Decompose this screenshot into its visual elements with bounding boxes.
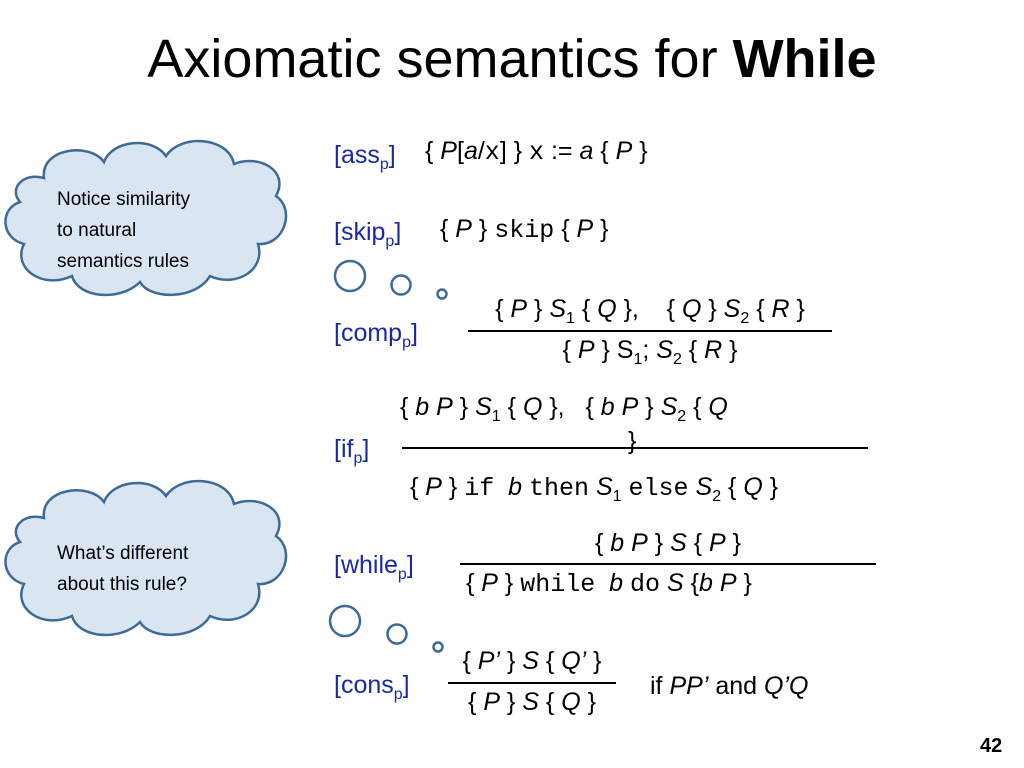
rule-if-conclusion: { P } if b then S1 else S2 { Q } — [410, 473, 779, 505]
cloud-1-line: Notice similarity — [57, 189, 191, 210]
rule-name-if: [ifp] — [334, 435, 370, 467]
thought-bubble-medium — [390, 274, 412, 296]
rule-if-premise: { b P } S1 { Q }, { b P } S2 { Q — [400, 393, 728, 425]
thought-bubble-small — [436, 288, 448, 300]
rule-comp-bar — [468, 330, 832, 332]
rule-while-bar — [460, 563, 876, 565]
title-bold: While — [732, 29, 877, 89]
rule-while-premise: { b P } S { P } — [594, 529, 741, 557]
rule-name-comp: [compp] — [334, 319, 418, 351]
cloud-2-line: about this rule? — [57, 574, 187, 595]
rule-name-ass: [assp] — [334, 141, 396, 173]
thought-cloud-2 — [4, 479, 288, 637]
rule-cons-premise: { P’ } S { Q’ } — [462, 647, 602, 675]
rule-if-bar — [402, 447, 868, 449]
rule-cons-conclusion: { P } S { Q } — [468, 688, 596, 716]
thought-bubble-large — [328, 604, 362, 638]
rule-comp-premise: { P } S1 { Q }, { Q } S2 { R } — [495, 295, 805, 327]
slide-title: Axiomatic semantics for While — [0, 24, 1024, 94]
rule-comp-conclusion: { P } S1; S2 { R } — [562, 336, 738, 368]
rule-name-cons: [consp] — [334, 671, 410, 703]
cloud-1-line: to natural — [57, 220, 137, 241]
rule-while-conclusion: { P } while b do S {b P } — [466, 569, 752, 599]
thought-bubble-medium — [386, 623, 408, 645]
thought-bubble-large — [333, 259, 367, 293]
cloud-1-text: Notice similarity to natural semantics r… — [57, 184, 190, 277]
title-text: Axiomatic semantics for — [147, 29, 718, 89]
rule-cons-bar — [448, 682, 616, 684]
rule-ass-formula: { P[a/x] } x := a { P } — [425, 137, 648, 167]
thought-bubble-small — [432, 641, 444, 653]
rule-cons-side-condition: if PP’ and Q’Q — [650, 672, 809, 700]
thought-bubbles-1 — [333, 259, 448, 300]
rule-skip-formula: { P } skip { P } — [440, 215, 609, 245]
rule-name-skip: [skipp] — [334, 218, 402, 250]
cloud-2-line: What’s different — [57, 543, 189, 564]
page-number: 42 — [980, 735, 1003, 757]
rule-name-while: [whilep] — [334, 551, 414, 583]
rule-if-premise-brace: } — [628, 427, 637, 455]
thought-cloud-1 — [4, 139, 288, 297]
thought-bubbles-2 — [328, 604, 444, 653]
cloud-2-text: What’s different about this rule? — [57, 538, 188, 600]
cloud-1-line: semantics rules — [57, 251, 189, 272]
